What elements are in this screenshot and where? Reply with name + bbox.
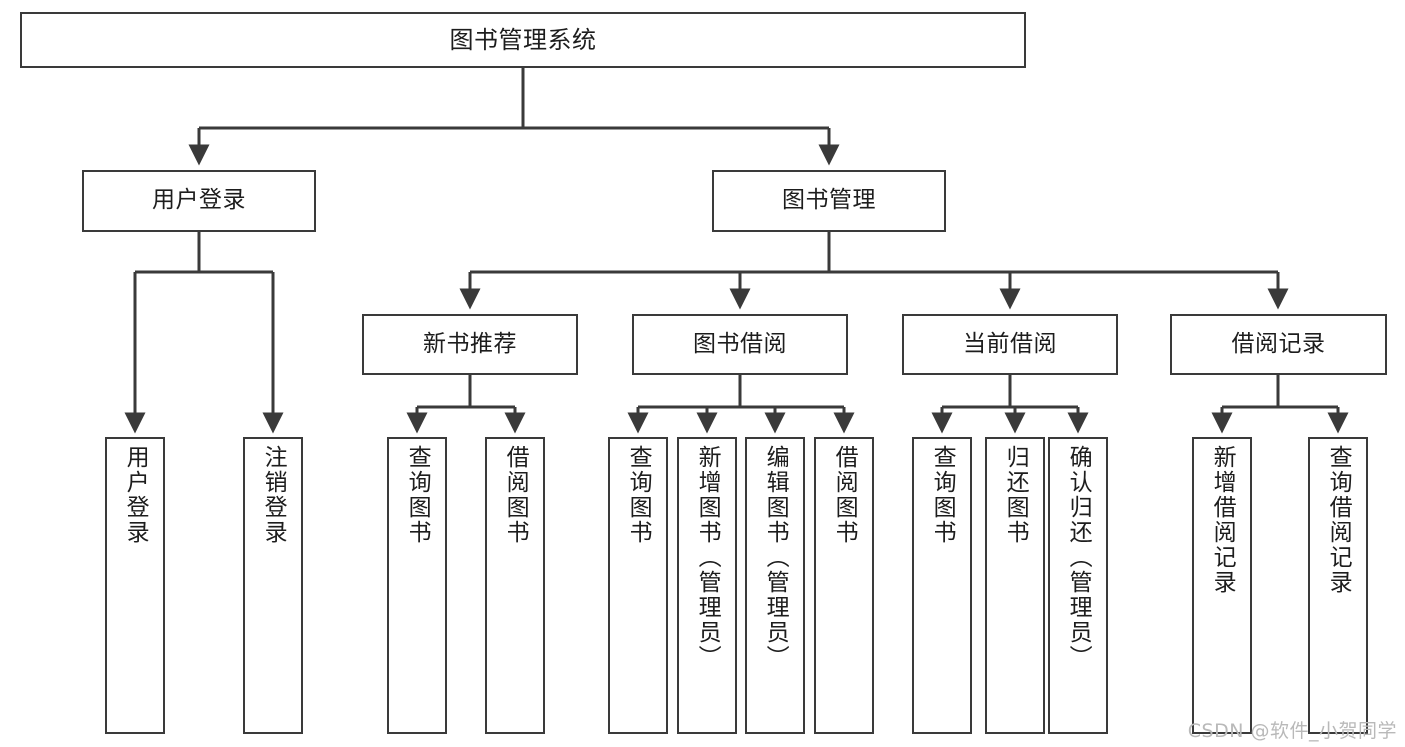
leaf-user-login-label: 用户登录 [122,445,149,545]
leaf-borrow-book-2[interactable]: 借阅图书 [814,437,874,734]
node-book-manage-label: 图书管理 [782,187,876,214]
leaf-borrow-book-1[interactable]: 借阅图书 [485,437,545,734]
node-current-borrow[interactable]: 当前借阅 [902,314,1118,375]
leaf-query-book-1-label: 查询图书 [404,445,431,545]
node-new-book-recommend-label: 新书推荐 [423,330,517,357]
leaf-confirm-return[interactable]: 确认归还（管理员） [1048,437,1108,734]
node-root-label: 图书管理系统 [449,25,597,54]
node-book-borrow[interactable]: 图书借阅 [632,314,848,375]
leaf-borrow-book-2-label: 借阅图书 [831,445,858,545]
leaf-query-book-3[interactable]: 查询图书 [912,437,972,734]
leaf-edit-book-label: 编辑图书（管理员） [762,445,789,670]
leaf-borrow-book-1-label: 借阅图书 [502,445,529,545]
leaf-query-record-label: 查询借阅记录 [1325,445,1352,595]
node-user-login-label: 用户登录 [152,187,246,214]
leaf-query-record[interactable]: 查询借阅记录 [1308,437,1368,734]
leaf-logout-login[interactable]: 注销登录 [243,437,303,734]
node-current-borrow-label: 当前借阅 [963,330,1057,357]
leaf-add-book-label: 新增图书（管理员） [694,445,721,670]
leaf-confirm-return-label: 确认归还（管理员） [1065,445,1092,670]
leaf-return-book[interactable]: 归还图书 [985,437,1045,734]
leaf-add-record-label: 新增借阅记录 [1209,445,1236,595]
leaf-query-book-2[interactable]: 查询图书 [608,437,668,734]
node-borrow-record[interactable]: 借阅记录 [1170,314,1387,375]
node-book-manage[interactable]: 图书管理 [712,170,946,232]
leaf-query-book-3-label: 查询图书 [929,445,956,545]
node-user-login[interactable]: 用户登录 [82,170,316,232]
node-book-borrow-label: 图书借阅 [693,330,787,357]
leaf-edit-book[interactable]: 编辑图书（管理员） [745,437,805,734]
leaf-logout-login-label: 注销登录 [260,445,287,545]
leaf-add-record[interactable]: 新增借阅记录 [1192,437,1252,734]
leaf-query-book-1[interactable]: 查询图书 [387,437,447,734]
node-new-book-recommend[interactable]: 新书推荐 [362,314,578,375]
node-root[interactable]: 图书管理系统 [20,12,1026,68]
leaf-user-login[interactable]: 用户登录 [105,437,165,734]
leaf-query-book-2-label: 查询图书 [625,445,652,545]
watermark: CSDN @软件_小贺同学 [1187,720,1397,742]
leaf-add-book[interactable]: 新增图书（管理员） [677,437,737,734]
leaf-return-book-label: 归还图书 [1002,445,1029,545]
node-borrow-record-label: 借阅记录 [1231,330,1326,357]
